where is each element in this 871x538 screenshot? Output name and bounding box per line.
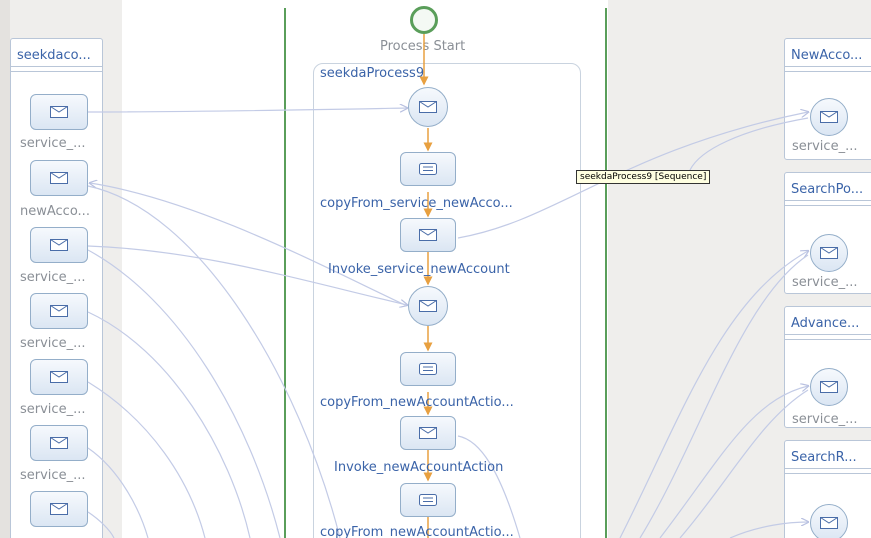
link-e [87, 447, 149, 538]
left-lane-edge [0, 0, 10, 538]
envelope-icon [50, 239, 68, 251]
right-operation-2[interactable] [810, 234, 848, 272]
partner-body [785, 473, 871, 538]
link-right-6 [689, 117, 809, 171]
envelope-icon [419, 427, 437, 439]
envelope-icon [50, 437, 68, 449]
invoke-label-1: Invoke_service_newAccount [328, 262, 510, 277]
envelope-icon [50, 106, 68, 118]
envelope-icon [50, 305, 68, 317]
link-reply-1 [90, 183, 406, 306]
process-start-label: Process Start [380, 39, 466, 54]
left-operation-label-6: service_... [20, 468, 86, 483]
envelope-icon [419, 229, 437, 241]
right-operation-label-3: service_... [792, 412, 858, 427]
assign-label-3: copyFrom_newAccountActio... [320, 525, 514, 538]
left-operation-label-3: service_... [20, 270, 86, 285]
link-d [87, 381, 206, 538]
left-operation-label-2: newAcco... [20, 204, 90, 219]
partner-title[interactable]: Advance... [785, 307, 871, 335]
right-partner-link-3[interactable]: Advance... [784, 306, 871, 428]
left-operation-3[interactable] [30, 227, 88, 263]
partner-title[interactable]: SearchPo... [785, 173, 871, 201]
right-operation-4[interactable] [810, 504, 848, 538]
link-right-3 [659, 386, 808, 538]
left-operation-label-5: service_... [20, 402, 86, 417]
partner-links [87, 108, 809, 538]
right-operation-label-2: service_... [792, 275, 858, 290]
assign-icon [419, 363, 437, 375]
sequence-arrows [419, 34, 433, 538]
link-receive-2 [87, 245, 407, 305]
left-operation-1[interactable] [30, 94, 88, 130]
invoke-label-2: Invoke_newAccountAction [334, 460, 504, 475]
process-start-event[interactable] [410, 6, 438, 34]
right-operation-label-1: service_... [792, 139, 858, 154]
envelope-icon [820, 247, 838, 259]
envelope-icon [50, 503, 68, 515]
receive-event-2[interactable] [408, 286, 448, 326]
envelope-icon [419, 300, 437, 312]
sequence-tooltip: seekdaProcess9 [Sequence] [576, 170, 711, 184]
process-divider-left [284, 8, 286, 538]
link-receive-1 [87, 108, 407, 113]
assign-activity-3[interactable] [400, 483, 456, 517]
link-right-2 [639, 254, 809, 538]
link-b [87, 249, 281, 538]
partner-body [11, 71, 102, 538]
sequence-title: seekdaProcess9 [320, 66, 425, 81]
partner-body [785, 205, 871, 293]
partner-title[interactable]: seekdaco... [11, 39, 102, 67]
left-operation-label-4: service_... [20, 336, 86, 351]
left-operation-5[interactable] [30, 359, 88, 395]
link-c [87, 311, 251, 538]
link-f [87, 511, 115, 538]
envelope-icon [820, 381, 838, 393]
partner-title[interactable]: NewAcco... [785, 39, 871, 67]
link-right-4 [679, 389, 809, 538]
right-partner-link-2[interactable]: SearchPo... [784, 172, 871, 294]
envelope-icon [50, 172, 68, 184]
partner-title[interactable]: SearchR... [785, 441, 871, 469]
assign-activity-1[interactable] [400, 152, 456, 186]
link-right-5 [729, 522, 808, 538]
envelope-icon [419, 101, 437, 113]
partner-body [785, 71, 871, 159]
link-invoke-2 [457, 435, 521, 538]
receive-event-1[interactable] [408, 87, 448, 127]
assign-activity-2[interactable] [400, 352, 456, 386]
partner-body [785, 339, 871, 427]
assign-icon [419, 163, 437, 175]
right-operation-3[interactable] [810, 368, 848, 406]
link-a [87, 185, 341, 538]
left-operation-7[interactable] [30, 491, 88, 527]
link-right-1 [619, 251, 808, 538]
assign-label-1: copyFrom_service_newAcco... [320, 196, 513, 211]
left-operation-2[interactable] [30, 160, 88, 196]
process-divider-right [605, 8, 607, 538]
envelope-icon [50, 371, 68, 383]
invoke-activity-2[interactable] [400, 416, 456, 450]
assign-label-2: copyFrom_newAccountActio... [320, 395, 514, 410]
envelope-icon [820, 111, 838, 123]
right-operation-1[interactable] [810, 98, 848, 136]
left-operation-6[interactable] [30, 425, 88, 461]
left-operation-4[interactable] [30, 293, 88, 329]
assign-icon [419, 494, 437, 506]
invoke-activity-1[interactable] [400, 218, 456, 252]
left-operation-label-1: service_... [20, 136, 86, 151]
envelope-icon [820, 517, 838, 529]
